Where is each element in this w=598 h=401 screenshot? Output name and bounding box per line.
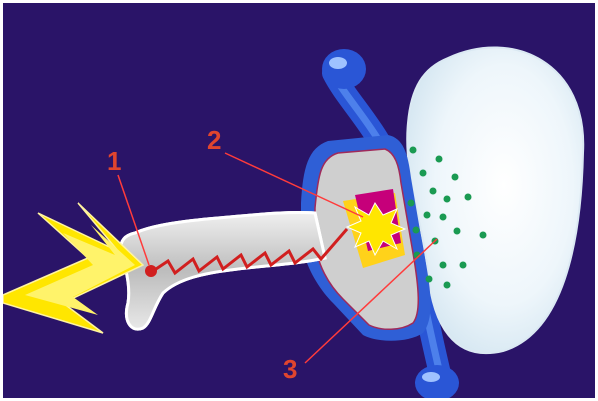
synapse-diagram: 1 2 3 <box>3 3 595 398</box>
callout-label-3: 3 <box>283 354 297 384</box>
impulse-origin <box>145 265 157 277</box>
top-knob <box>322 49 366 89</box>
callout-label-2: 2 <box>207 125 221 155</box>
diagram-frame: 1 2 3 <box>3 3 595 398</box>
callout-label-1: 1 <box>107 146 121 176</box>
